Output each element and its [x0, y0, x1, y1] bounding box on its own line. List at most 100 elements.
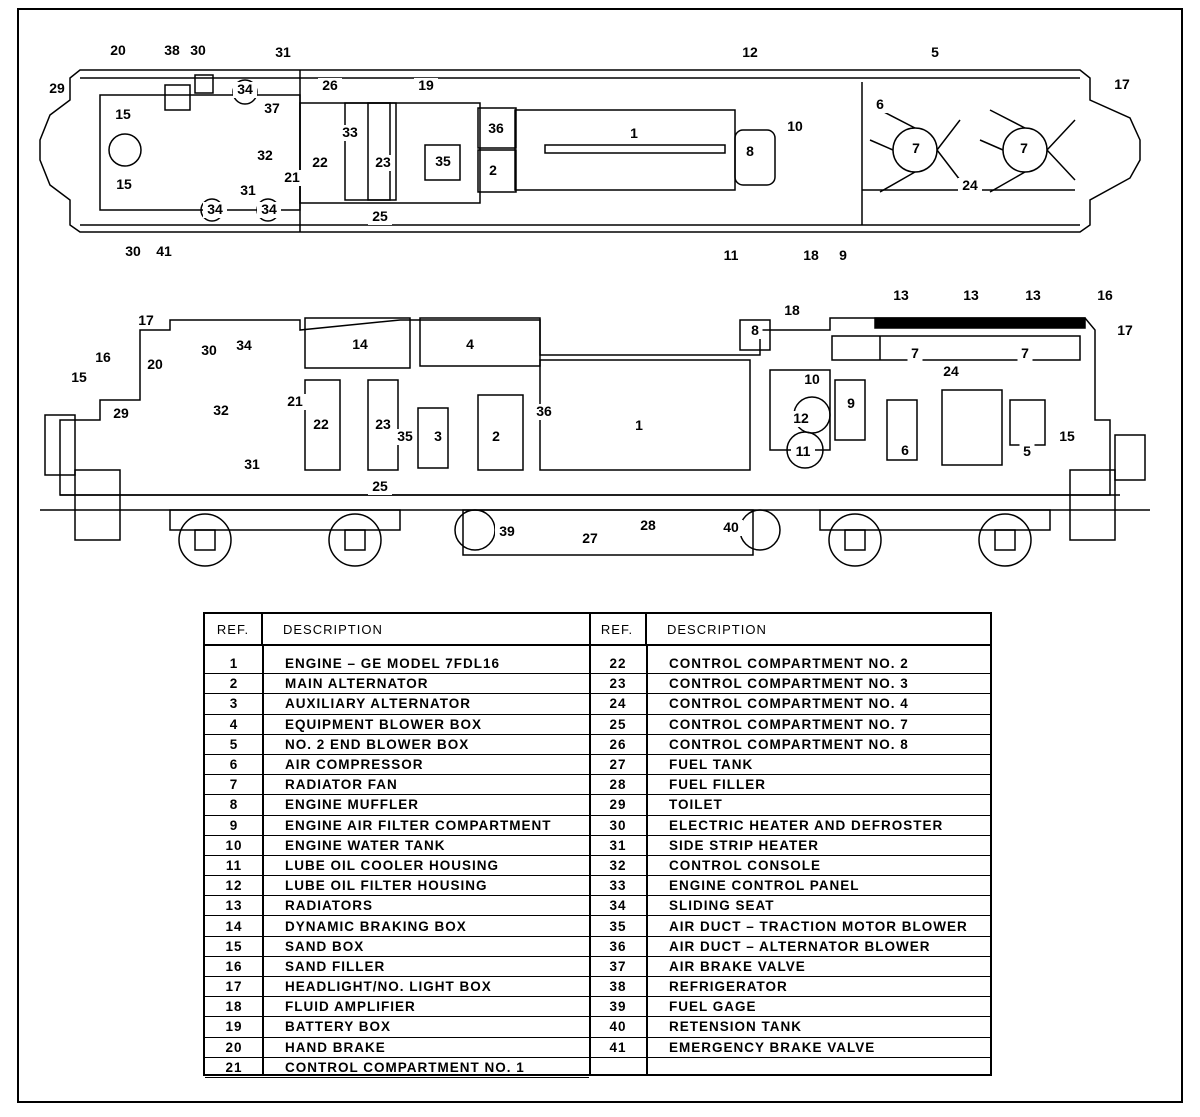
legend-description: ENGINE WATER TANK	[285, 837, 446, 853]
truck-front	[169, 509, 401, 567]
legend-ref: 2	[229, 676, 239, 692]
side-callout-20: 20	[147, 356, 163, 372]
side-callout-bg	[488, 429, 504, 445]
legend-ref: 36	[609, 938, 627, 954]
side-view	[40, 317, 1150, 567]
side-callout-bg	[1113, 323, 1137, 339]
top-callout-bg	[308, 155, 332, 171]
side-callout-bg	[1093, 288, 1117, 304]
top-callout-bg	[371, 155, 395, 171]
truck-rear	[819, 509, 1051, 567]
side-callout-bg	[843, 396, 859, 412]
top-callout-22: 22	[312, 154, 328, 170]
side-callout-36: 36	[536, 403, 552, 419]
top-callout-8: 8	[746, 143, 754, 159]
description-header: DESCRIPTION	[283, 621, 383, 637]
top-callout-30: 30	[190, 42, 206, 58]
side-callout-bg	[889, 288, 913, 304]
side-callout-bg	[1019, 444, 1035, 460]
legend-description: AUXILIARY ALTERNATOR	[285, 696, 472, 712]
legend-ref: 31	[609, 837, 627, 853]
legend-description: AIR BRAKE VALVE	[669, 958, 806, 974]
side-callout-bg	[109, 406, 133, 422]
top-callout-bg	[236, 183, 260, 199]
top-callout-bg	[152, 244, 176, 260]
legend-description: FUEL TANK	[669, 757, 754, 773]
legend-ref: 15	[225, 938, 243, 954]
side-callout-bg	[1021, 288, 1045, 304]
legend-description: FLUID AMPLIFIER	[285, 999, 416, 1015]
top-callout-bg	[783, 119, 807, 135]
top-callout-bg	[318, 78, 342, 94]
legend-description: SAND BOX	[285, 938, 365, 954]
legend-ref: 6	[229, 757, 239, 773]
legend-ref: 10	[225, 837, 243, 853]
side-callout-25: 25	[372, 478, 388, 494]
top-callout-1: 1	[630, 125, 638, 141]
side-callout-4: 4	[466, 336, 474, 352]
top-callout-bg	[338, 125, 362, 141]
side-callout-40: 40	[723, 519, 739, 535]
side-callout-16: 16	[1097, 287, 1113, 303]
top-callout-7: 7	[1020, 140, 1028, 156]
legend-description: SIDE STRIP HEATER	[669, 837, 820, 853]
top-callout-19: 19	[418, 77, 434, 93]
side-callout-bg	[134, 313, 158, 329]
legend-description: AIR DUCT – ALTERNATOR BLOWER	[669, 938, 931, 954]
top-callout-bg	[45, 81, 69, 97]
legend-ref: 25	[609, 716, 627, 732]
legend-row: 10 ENGINE WATER TANK	[205, 836, 589, 856]
legend-row: 36 AIR DUCT – ALTERNATOR BLOWER	[589, 937, 990, 957]
top-callout-32: 32	[257, 147, 273, 163]
description-header: DESCRIPTION	[667, 621, 767, 637]
legend-ref: 12	[225, 878, 243, 894]
side-callout-bg	[789, 411, 813, 427]
legend-ref: 16	[225, 958, 243, 974]
top-callout-17: 17	[1114, 76, 1130, 92]
legend-description: LUBE OIL COOLER HOUSING	[285, 857, 500, 873]
legend-description: CONTROL COMPARTMENT NO. 4	[669, 696, 909, 712]
legend-description: CONTROL COMPARTMENT NO. 8	[669, 736, 909, 752]
top-callout-35: 35	[435, 153, 451, 169]
legend-description: ELECTRIC HEATER AND DEFROSTER	[669, 817, 944, 833]
top-callout-33: 33	[342, 124, 358, 140]
legend-ref: 17	[225, 979, 243, 995]
side-callout-bg	[430, 429, 446, 445]
legend-ref: 22	[609, 656, 627, 672]
top-callout-bg	[738, 45, 762, 61]
side-callout-bg	[283, 394, 307, 410]
side-callout-5: 5	[1023, 443, 1031, 459]
top-callout-38: 38	[164, 42, 180, 58]
legend-description: REFRIGERATOR	[669, 979, 788, 995]
top-callout-bg	[799, 248, 823, 264]
top-callout-bg	[253, 148, 277, 164]
top-callout-bg	[431, 154, 455, 170]
side-callout-29: 29	[113, 405, 129, 421]
top-callout-18: 18	[803, 247, 819, 263]
legend-row: 12 LUBE OIL FILTER HOUSING	[205, 876, 589, 897]
side-callout-bg	[939, 364, 963, 380]
legend-ref: 13	[225, 898, 243, 914]
top-callout-5: 5	[931, 44, 939, 60]
side-callout-bg	[232, 338, 256, 354]
legend-description: LUBE OIL FILTER HOUSING	[285, 878, 488, 894]
top-callout-bg	[626, 126, 642, 142]
side-callout-22: 22	[313, 416, 329, 432]
side-callout-bg	[578, 531, 602, 547]
legend-ref: 38	[609, 979, 627, 995]
top-callout-23: 23	[375, 154, 391, 170]
